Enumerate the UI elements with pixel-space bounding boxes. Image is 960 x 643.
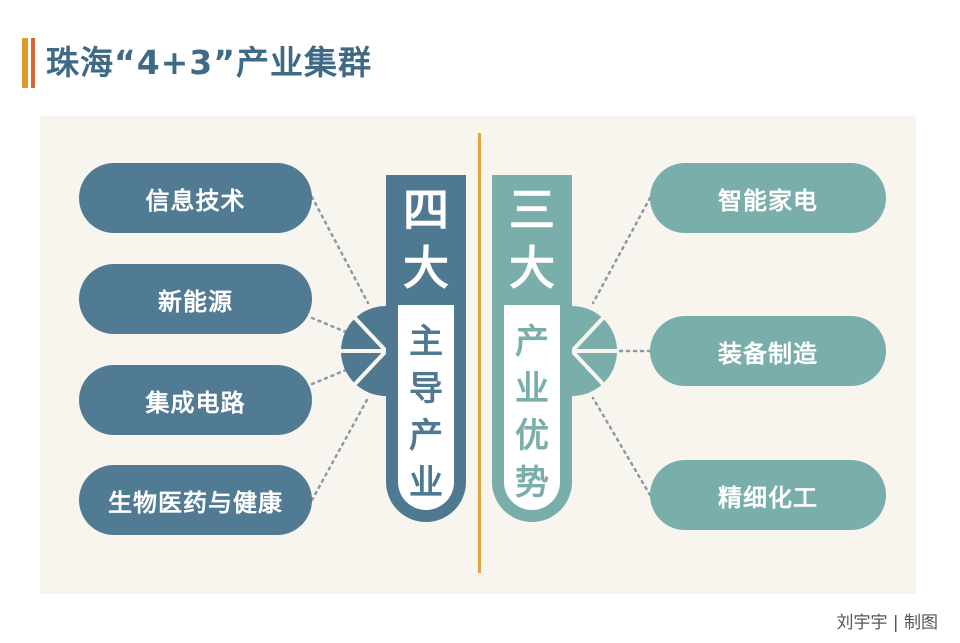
- title-accent-bar-orange: [22, 38, 28, 88]
- credit-text: 刘宇宇 | 制图: [836, 613, 938, 633]
- connector-left-1: [310, 195, 370, 305]
- pill-right-1: 智能家电: [650, 163, 886, 233]
- connector-left-3: [310, 368, 348, 386]
- connector-left-4: [310, 396, 370, 502]
- pill-right-3: 精细化工: [650, 460, 886, 530]
- pill-left-1: 信息技术: [79, 163, 312, 233]
- pill-right-2: 装备制造: [650, 316, 886, 386]
- pill-left-4: 生物医药与健康: [79, 465, 312, 535]
- page-title: 珠海“4+3”产业集群: [46, 43, 372, 82]
- title-accent-bar-red: [31, 38, 35, 88]
- pill-left-3: 集成电路: [79, 365, 312, 435]
- connector-right-3: [591, 396, 652, 497]
- center-divider: [478, 133, 481, 573]
- tube-right-label: 产 业 优 势: [504, 305, 560, 510]
- connector-left-2: [310, 316, 348, 334]
- tube-right-head: 三 大: [509, 183, 555, 295]
- connector-right-1: [591, 196, 652, 305]
- tube-advantage-industries: 三 大 产 业 优 势: [492, 175, 572, 522]
- tube-leading-industries: 四 大 主 导 产 业: [386, 175, 466, 522]
- tube-left-head: 四 大: [403, 183, 449, 295]
- pill-left-2: 新能源: [79, 264, 312, 334]
- tube-left-label: 主 导 产 业: [398, 305, 454, 510]
